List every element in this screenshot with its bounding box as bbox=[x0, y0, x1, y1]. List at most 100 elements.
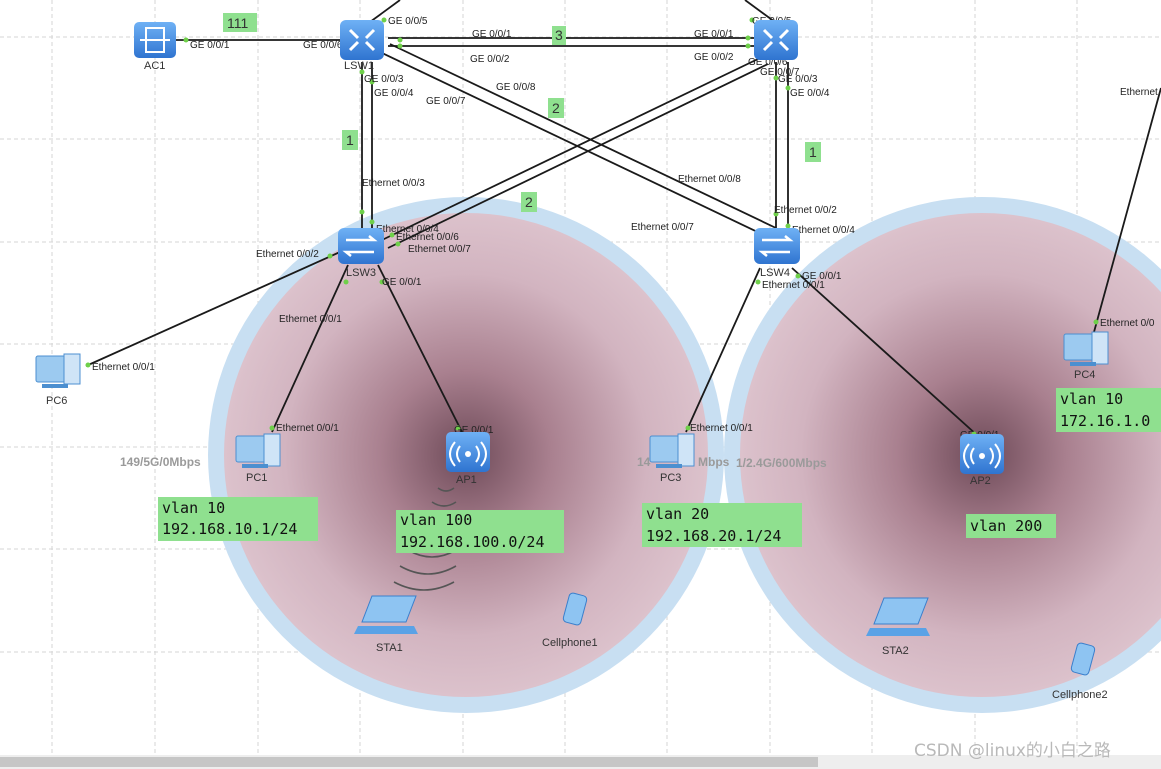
port-label: GE 0/0/8 bbox=[496, 82, 536, 93]
svg-text:vlan 10: vlan 10 bbox=[1060, 390, 1123, 408]
port-label: Ethernet bbox=[1120, 87, 1158, 98]
svg-text:vlan 10: vlan 10 bbox=[162, 499, 225, 517]
radio-rates: 149/5G/0Mbps 14 Mbps 1/2.4G/600Mbps bbox=[120, 455, 827, 470]
vlan-tag-pc1: vlan 10 192.168.10.1/24 bbox=[158, 497, 318, 541]
svg-text:vlan 100: vlan 100 bbox=[400, 511, 472, 529]
link-id-cross-a: 2 bbox=[552, 100, 560, 116]
core-switch-icon[interactable] bbox=[754, 20, 798, 60]
svg-text:vlan 200: vlan 200 bbox=[970, 517, 1042, 535]
link-lsw1-lsw4-a bbox=[379, 51, 767, 237]
port-label: Ethernet 0/0/4 bbox=[792, 225, 855, 236]
laptop-icon[interactable] bbox=[866, 597, 930, 636]
port-label: GE 0/0/7 bbox=[426, 96, 466, 107]
port-label: GE 0/0/6 bbox=[748, 57, 788, 68]
device-label-ap2: AP2 bbox=[970, 475, 991, 487]
link-lsw1-up bbox=[369, 0, 401, 23]
link-id-ac1: 111 bbox=[227, 15, 248, 31]
link-lsw4-ap2 bbox=[791, 267, 979, 437]
wireless-ap-icon[interactable] bbox=[960, 434, 1004, 474]
port-label: Ethernet 0/0/6 bbox=[396, 232, 459, 243]
device-label-sta1: STA1 bbox=[376, 642, 403, 654]
vlan-tag-pc4: vlan 10 172.16.1.0 bbox=[1056, 388, 1161, 432]
svg-text:192.168.10.1/24: 192.168.10.1/24 bbox=[162, 520, 297, 538]
link-lsw3-pc1 bbox=[271, 264, 349, 433]
port-label: Ethernet 0/0/1 bbox=[276, 423, 339, 434]
cellphone-icon[interactable] bbox=[562, 592, 588, 626]
access-switch-icon[interactable] bbox=[754, 228, 800, 264]
svg-text:172.16.1.0: 172.16.1.0 bbox=[1060, 412, 1150, 430]
port-label: GE 0/0/1 bbox=[454, 425, 494, 436]
access-switch-icon[interactable] bbox=[338, 228, 384, 264]
svg-text:192.168.20.1/24: 192.168.20.1/24 bbox=[646, 527, 781, 545]
port-label: GE 0/0/3 bbox=[364, 74, 404, 85]
port-label: GE 0/0/1 bbox=[802, 271, 842, 282]
svg-text:vlan 20: vlan 20 bbox=[646, 505, 709, 523]
link-lsw2-up bbox=[744, 0, 776, 23]
port-label: GE 0/0/6 bbox=[303, 40, 343, 51]
link-id-lsw2-lsw4: 1 bbox=[809, 144, 817, 160]
port-label: GE 0/0/3 bbox=[778, 74, 818, 85]
port-label: GE 0/0/1 bbox=[694, 29, 734, 40]
pc-icon[interactable] bbox=[1063, 331, 1109, 366]
port-label: GE 0/0/2 bbox=[694, 52, 734, 63]
port-label: Ethernet 0/0/1 bbox=[279, 314, 342, 325]
link-id-lsw1-lsw3: 1 bbox=[346, 132, 354, 148]
port-labels: GE 0/0/1 GE 0/0/6 GE 0/0/5 GE 0/0/1 GE 0… bbox=[92, 16, 1158, 441]
watermark: CSDN @linux的小白之路 bbox=[914, 741, 1111, 761]
device-label-sta2: STA2 bbox=[882, 645, 909, 657]
device-label-ap1: AP1 bbox=[456, 474, 477, 486]
port-label: GE 0/0/1 bbox=[472, 29, 512, 40]
port-label: GE 0/0/4 bbox=[790, 88, 830, 99]
link-lsw3-pc6 bbox=[85, 251, 341, 367]
device-label-lsw4: LSW4 bbox=[760, 267, 790, 279]
link-lsw2-lsw3-b bbox=[387, 63, 769, 249]
scrollbar-thumb bbox=[0, 757, 818, 767]
device-label-cellphone1: Cellphone1 bbox=[542, 637, 598, 649]
device-label-pc4: PC4 bbox=[1074, 369, 1095, 381]
ap1-rate-overlap: 14 bbox=[637, 455, 651, 469]
pc-icon[interactable] bbox=[649, 433, 695, 468]
port-label: GE 0/0/1 bbox=[190, 40, 230, 51]
port-label: Ethernet 0/0/7 bbox=[408, 244, 471, 255]
laptop-icon[interactable] bbox=[354, 595, 418, 634]
link-lsw2-lsw3-a bbox=[381, 57, 761, 241]
ap1-rate: 149/5G/0Mbps bbox=[120, 455, 201, 469]
link-id-lsw1-lsw2: 3 bbox=[555, 27, 563, 43]
link-id-cross-b: 2 bbox=[525, 194, 533, 210]
links bbox=[85, 0, 1161, 437]
port-label: Ethernet 0/0/4 bbox=[376, 224, 439, 235]
horizontal-scrollbar[interactable] bbox=[0, 755, 1161, 769]
port-label: GE 0/0/2 bbox=[470, 54, 510, 65]
access-controller-icon[interactable] bbox=[134, 22, 176, 58]
port-label: GE 0/0/4 bbox=[374, 88, 414, 99]
device-label-pc1: PC1 bbox=[246, 472, 267, 484]
wireless-ap-icon[interactable] bbox=[446, 432, 490, 472]
vlan-tag-ap2: vlan 200 bbox=[966, 514, 1056, 538]
link-lsw1-lsw4-b bbox=[389, 43, 777, 229]
ap1-rate-overlap-tail: Mbps bbox=[698, 455, 730, 469]
core-switch-icon[interactable] bbox=[340, 20, 384, 60]
vlan-tag-ap1: vlan 100 192.168.100.0/24 bbox=[396, 510, 564, 553]
svg-text:192.168.100.0/24: 192.168.100.0/24 bbox=[400, 533, 545, 551]
link-pc4-up bbox=[1093, 87, 1161, 333]
ap2-coverage-area bbox=[724, 197, 1161, 713]
port-label: Ethernet 0/0/3 bbox=[362, 178, 425, 189]
link-id-tags: 111 3 2 1 1 2 bbox=[223, 13, 821, 212]
port-label: GE 0/0/7 bbox=[760, 67, 800, 78]
port-label: Ethernet 0/0/2 bbox=[256, 249, 319, 260]
link-lsw4-pc3 bbox=[685, 267, 761, 433]
device-label-ac1: AC1 bbox=[144, 60, 165, 72]
port-label: Ethernet 0/0/8 bbox=[678, 174, 741, 185]
port-label: Ethernet 0/0/1 bbox=[762, 280, 825, 291]
pc-icon[interactable] bbox=[235, 433, 281, 468]
pc-icon[interactable] bbox=[35, 353, 81, 388]
port-label: Ethernet 0/0/2 bbox=[774, 205, 837, 216]
port-label: Ethernet 0/0 bbox=[1100, 318, 1155, 329]
device-label-lsw3: LSW3 bbox=[346, 267, 376, 279]
cellphone-icon[interactable] bbox=[1070, 642, 1096, 676]
port-label: GE 0/0/5 bbox=[388, 16, 428, 27]
link-lsw3-ap1 bbox=[377, 264, 463, 433]
device-label-pc6: PC6 bbox=[46, 395, 67, 407]
port-label: Ethernet 0/0/1 bbox=[690, 423, 753, 434]
